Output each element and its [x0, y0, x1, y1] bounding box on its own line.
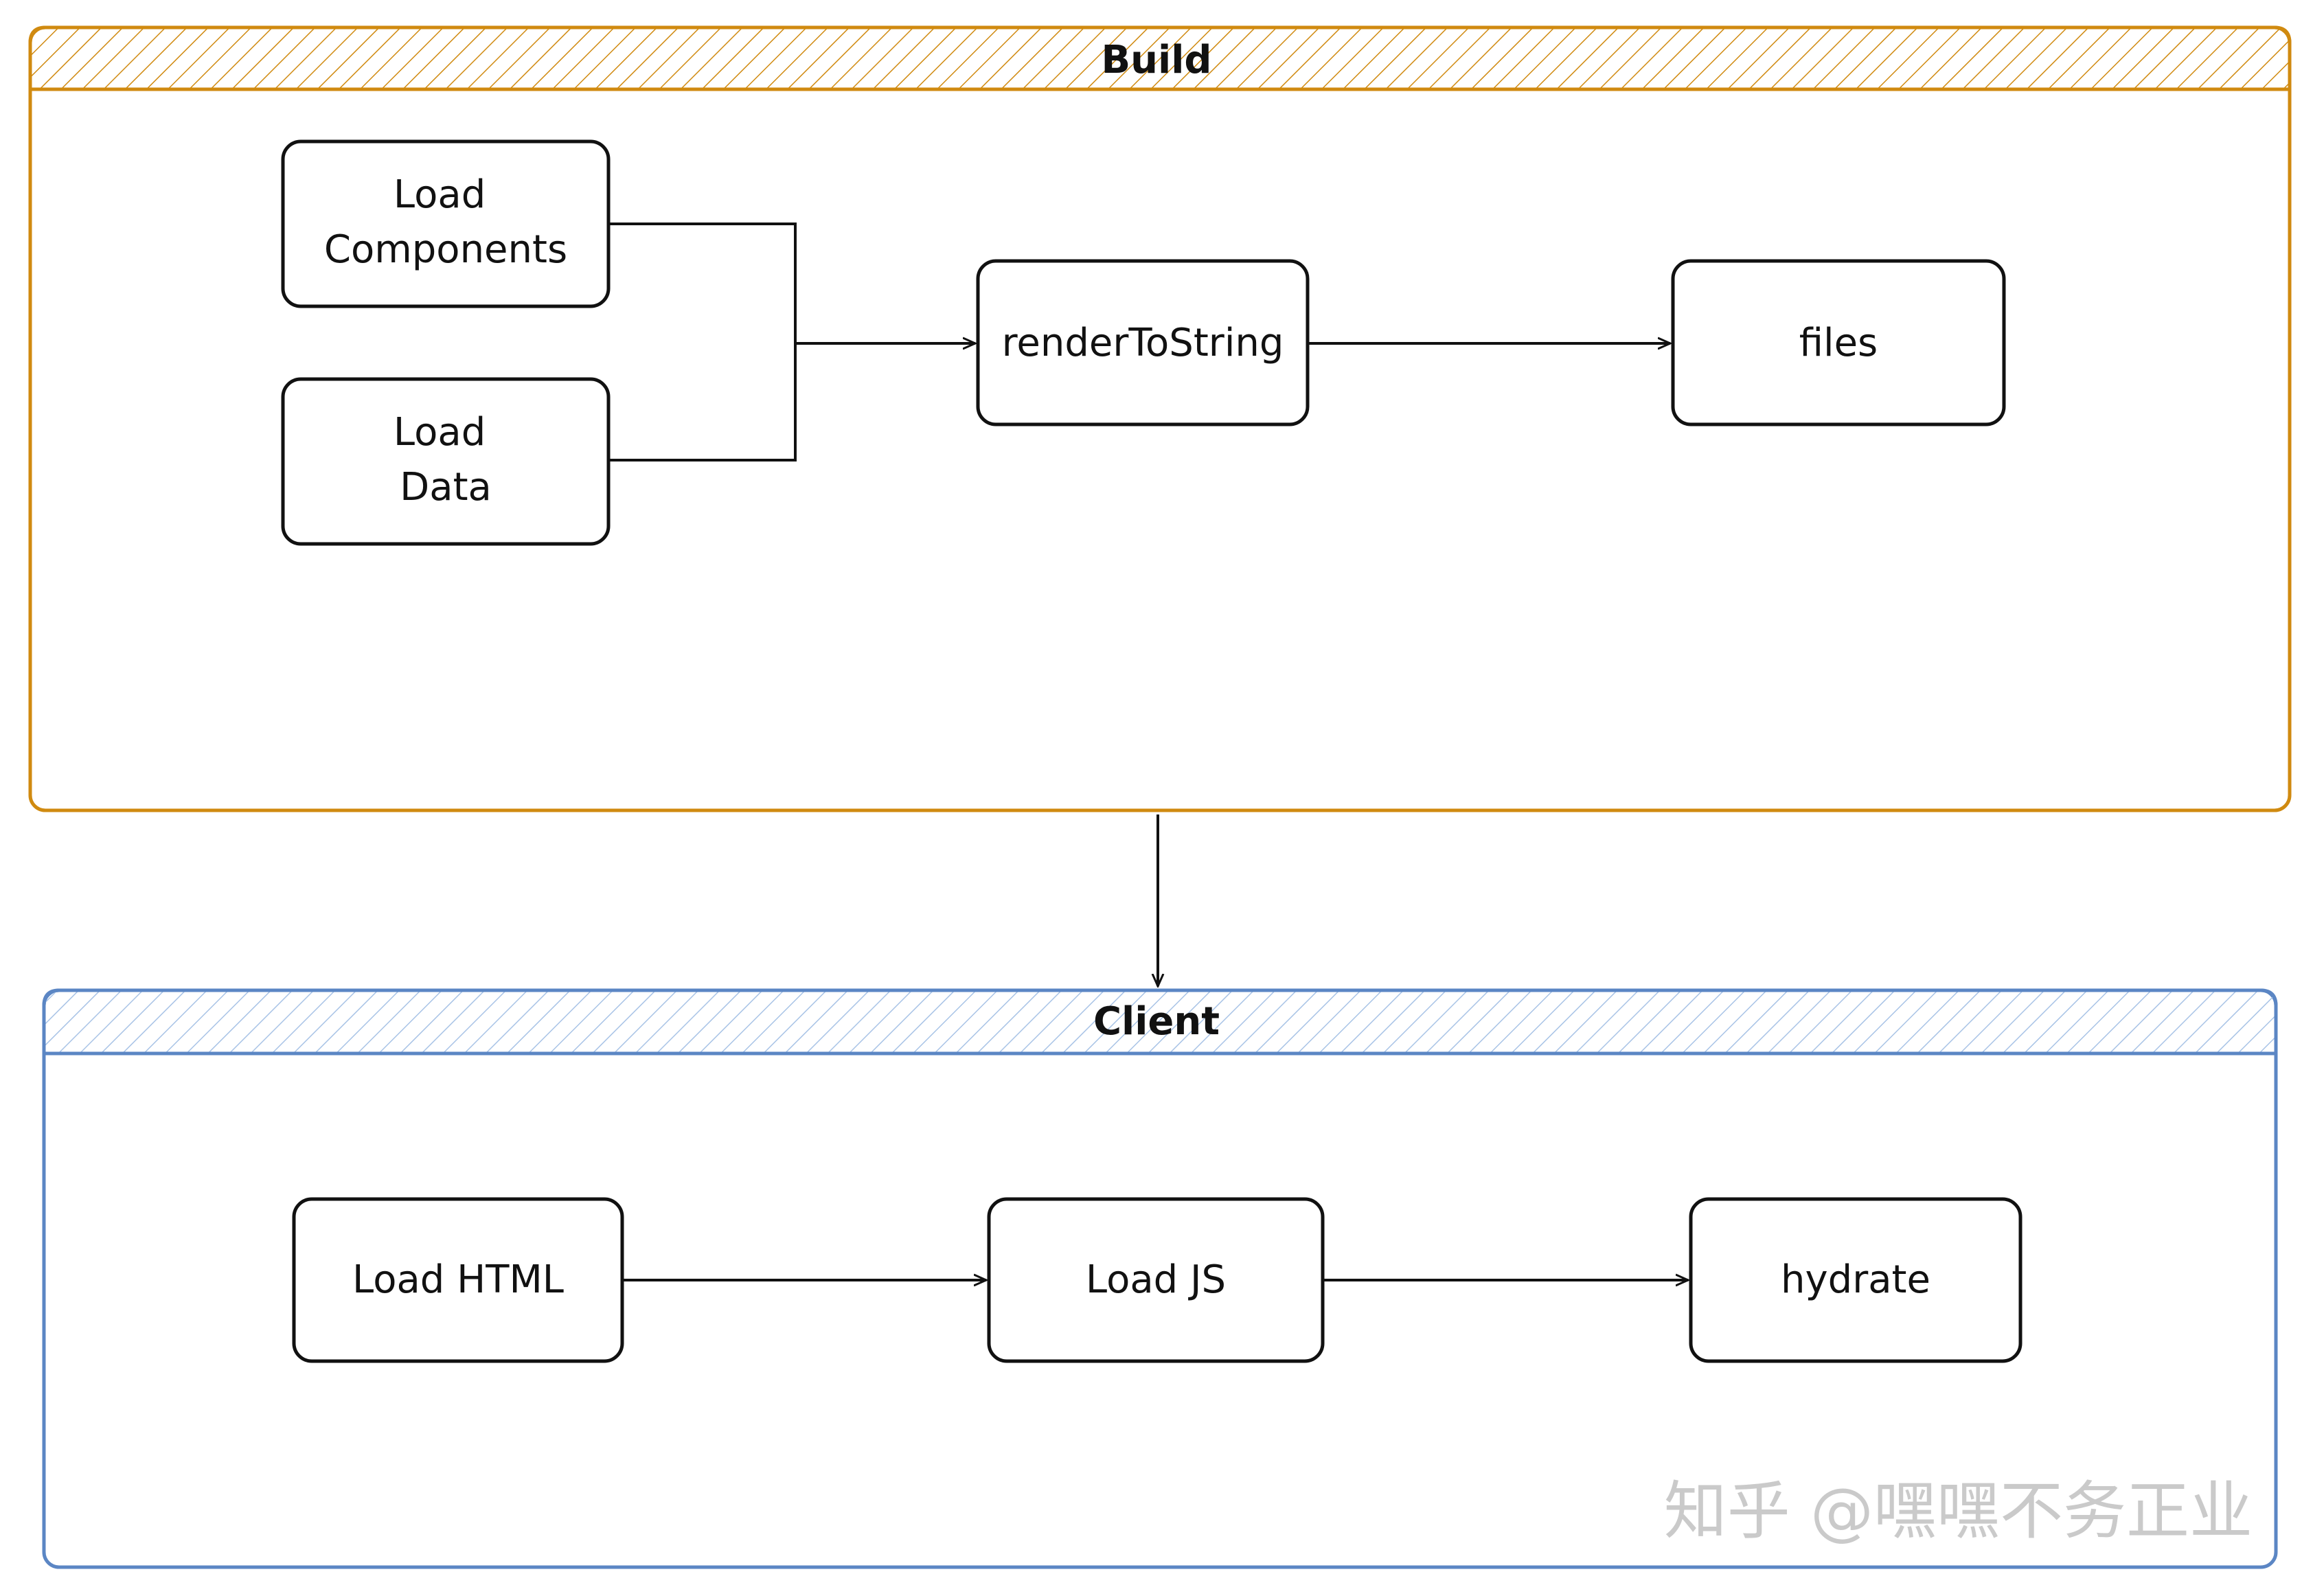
- node-render-to-string: renderToString: [976, 259, 1310, 426]
- client-group-title: Client: [1093, 999, 1220, 1044]
- node-load-components-line-1: Load: [394, 172, 486, 217]
- node-load-components: Load Components: [281, 139, 611, 308]
- node-render-to-string-label: renderToString: [1002, 321, 1284, 365]
- node-load-components-line-2: Components: [324, 227, 567, 272]
- build-group-title: Build: [1101, 38, 1211, 82]
- node-load-js-label: Load JS: [1086, 1257, 1226, 1302]
- node-files-box: [1671, 259, 2006, 426]
- node-hydrate: hydrate: [1689, 1197, 2023, 1363]
- svg-text:Load Components: Load Components: [324, 172, 567, 272]
- svg-text:Load Data: Load Data: [394, 410, 498, 510]
- node-files: files: [1671, 259, 2006, 426]
- build-connectors: [608, 223, 1670, 461]
- build-group-header: [28, 25, 2292, 91]
- node-hydrate-label: hydrate: [1781, 1257, 1930, 1302]
- connector-load-components-to-merge: [608, 223, 797, 343]
- client-group-header: [42, 988, 2278, 1056]
- node-files-label: files: [1799, 321, 1878, 365]
- node-load-html: Load HTML: [292, 1197, 624, 1363]
- watermark-text: 知乎 @嘿嘿不务正业: [1664, 1474, 2253, 1548]
- node-load-js: Load JS: [987, 1197, 1325, 1363]
- node-load-data-line-1: Load: [394, 410, 486, 455]
- node-load-components-box: [281, 139, 611, 308]
- connector-load-data-to-merge: [608, 343, 797, 461]
- node-hydrate-box: [1689, 1197, 2023, 1363]
- node-load-html-label: Load HTML: [352, 1257, 564, 1302]
- node-load-data-box: [281, 377, 611, 546]
- node-load-data-line-2: Data: [400, 465, 492, 510]
- node-load-data: Load Data: [281, 377, 611, 546]
